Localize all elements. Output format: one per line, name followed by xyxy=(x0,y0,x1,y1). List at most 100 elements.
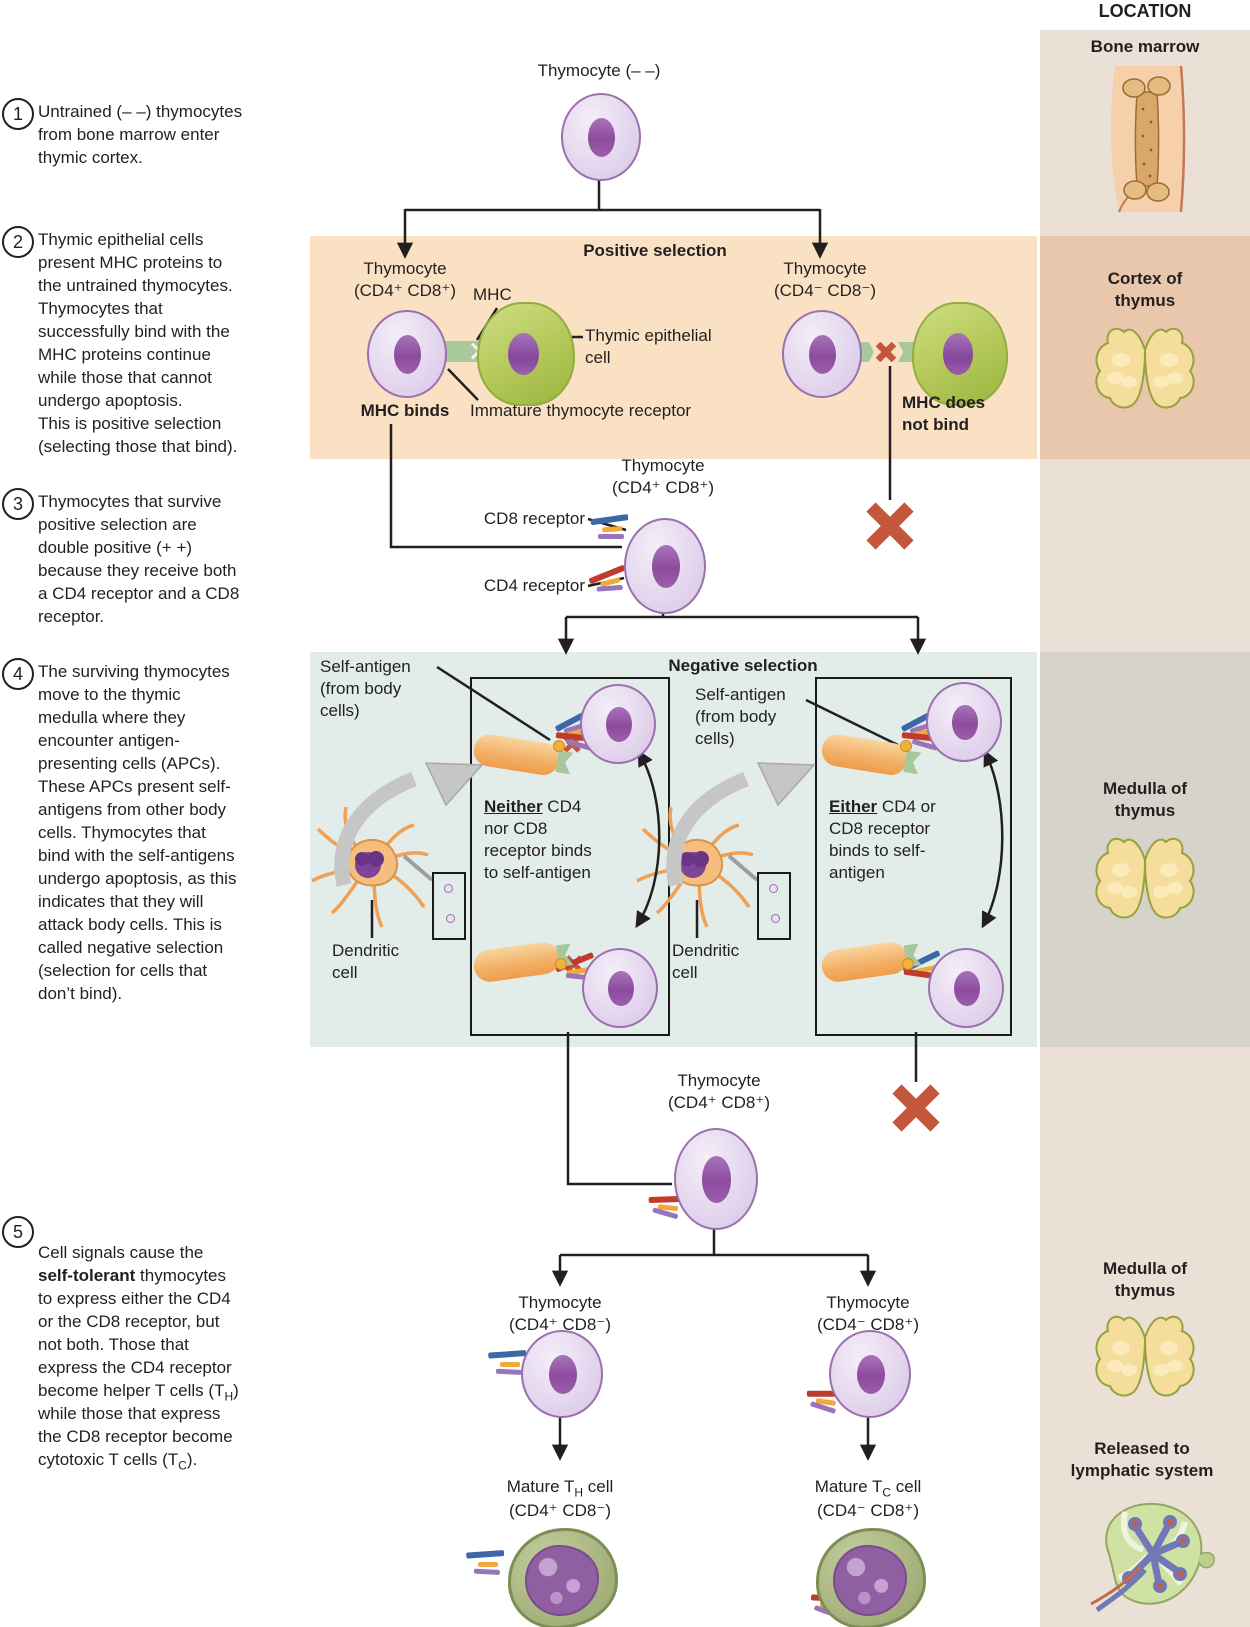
cd4-receptor-label: CD4 receptor xyxy=(483,576,585,595)
cell-nucleus xyxy=(951,704,978,741)
mature-th-cd-label: (CD4⁺ CD8⁻) xyxy=(508,1501,611,1520)
cell-nucleus xyxy=(548,1354,577,1395)
location-header: LOCATION xyxy=(1098,1,1192,21)
apc-transfer-arrow-right xyxy=(666,762,816,887)
bone-marrow-label: Bone marrow xyxy=(1090,37,1200,56)
released-lymphatic-label: Released to lymphatic system xyxy=(1070,1439,1214,1480)
step-5-text-bold: self-tolerant xyxy=(38,1266,136,1285)
cortex-thymus-label: Cortex of thymus xyxy=(1107,269,1183,310)
either-box xyxy=(815,677,1012,1036)
step-5-text-end: ). xyxy=(186,1450,198,1469)
negative-selection-title: Negative selection xyxy=(668,656,818,675)
dendritic-cell-label-right: Dendritic cell xyxy=(672,941,740,982)
neither-text: Neither CD4 nor CD8 receptor binds to se… xyxy=(484,796,644,884)
cell-nucleus xyxy=(394,334,422,375)
lymph-node-illustration xyxy=(1090,1502,1215,1613)
thymocyte-survivor-label: Thymocyte (CD4⁺ CD8⁺) xyxy=(667,1071,770,1112)
mhc-receptor-connector xyxy=(443,341,487,362)
thymocyte-cd4-cell xyxy=(521,1330,603,1418)
apc-transfer-arrow-left xyxy=(334,762,484,887)
thymic-epithelial-cell xyxy=(477,302,575,406)
either-rest: CD4 or CD8 receptor binds to self- antig… xyxy=(829,797,936,882)
self-antigen-particle xyxy=(769,884,778,893)
thymus-illustration-medulla-2 xyxy=(1095,1315,1195,1397)
thymocyte-either-top-cell xyxy=(926,682,1002,762)
mature-th-sub: H xyxy=(574,1485,584,1500)
step-5-sub-h: H xyxy=(224,1389,234,1404)
cell-nucleus xyxy=(607,970,634,1007)
medulla-thymus-label: Medulla of thymus xyxy=(1102,779,1188,820)
thymocyte-cd8-label: Thymocyte (CD4⁻ CD8⁺) xyxy=(816,1293,919,1334)
mature-tc-post: cell xyxy=(891,1477,922,1496)
step-3-text: Thymocytes that survive positive selecti… xyxy=(38,492,240,626)
medulla-panel xyxy=(1040,652,1250,1047)
self-antigen-dot xyxy=(900,740,912,752)
cell-nucleus xyxy=(856,1354,885,1395)
step-5-text-mid2: ) while those that express the CD8 recep… xyxy=(38,1381,239,1469)
step-1-text: Untrained (– –) thymocytes from bone mar… xyxy=(38,102,243,167)
dendritic-cell-illustration-right xyxy=(636,806,754,928)
thymus-illustration-cortex xyxy=(1095,327,1195,409)
step-3-number: 3 xyxy=(2,488,34,520)
thymus-illustration-medulla xyxy=(1095,837,1195,919)
step-2-text: Thymic epithelial cells present MHC prot… xyxy=(38,230,238,456)
step-5-text-pre: Cell signals cause the xyxy=(38,1243,204,1262)
thymocyte-neither-top-cell xyxy=(580,684,656,764)
thymocyte-mid-label: Thymocyte (CD4⁺ CD8⁺) xyxy=(611,456,714,497)
thymic-epithelial-label: Thymic epithelial cell xyxy=(585,326,712,367)
thymic-epithelial-cell-2 xyxy=(912,302,1008,406)
cell-nucleus xyxy=(524,1545,600,1616)
thymocyte-survivor-cell xyxy=(674,1128,758,1230)
dendritic-cell-label-left: Dendritic cell xyxy=(332,941,400,982)
step-4-number: 4 xyxy=(2,658,34,690)
mature-tc-cd-label: (CD4⁻ CD8⁺) xyxy=(816,1501,919,1520)
step-5-text: Cell signals cause the self-tolerant thy… xyxy=(38,1218,306,1471)
self-antigen-label-left: Self-antigen (from body cells) xyxy=(320,657,411,720)
step-1-number: 1 xyxy=(2,98,34,130)
cell-nucleus xyxy=(605,706,632,743)
thymocyte-cd8-cell xyxy=(829,1330,911,1418)
cell-nucleus xyxy=(809,334,837,375)
mature-th-post: cell xyxy=(583,1477,614,1496)
thymocyte-dn-label: Thymocyte (CD4⁻ CD8⁻) xyxy=(773,259,876,300)
antigen-detail-box-left xyxy=(432,872,466,940)
step-2-number: 2 xyxy=(2,226,34,258)
positive-selection-title: Positive selection xyxy=(583,241,727,260)
cell-nucleus xyxy=(651,544,680,589)
cell-nucleus xyxy=(702,1156,732,1203)
cd8-receptor-label: CD8 receptor xyxy=(483,509,585,528)
antigen-detail-box-right xyxy=(757,872,791,940)
thymocyte-dp-cell xyxy=(367,310,447,398)
self-antigen-particle xyxy=(771,914,780,923)
cell-nucleus xyxy=(508,333,540,375)
mature-th-cell xyxy=(508,1528,618,1627)
mhc-label: MHC xyxy=(473,285,512,304)
cd8-receptor-icon xyxy=(466,1550,504,1575)
mhc-binds-label: MHC binds xyxy=(360,401,450,420)
neither-rest: CD4 nor CD8 receptor binds to self-antig… xyxy=(484,797,592,882)
step-5-text-mid: thymocytes to express either the CD4 or … xyxy=(38,1266,232,1400)
thymocyte-dp-label: Thymocyte (CD4⁺ CD8⁺) xyxy=(353,259,456,300)
mature-th-pre: Mature T xyxy=(506,1477,575,1496)
thymocyte-neither-bottom-cell xyxy=(582,948,658,1028)
cell-nucleus xyxy=(942,333,973,375)
neither-word: Neither xyxy=(484,797,543,816)
thymocyte-top-label: Thymocyte (– –) xyxy=(537,61,661,80)
mature-tc-pre: Mature T xyxy=(814,1477,883,1496)
mature-tc-label: Mature TC cell xyxy=(778,1476,958,1498)
self-antigen-particle xyxy=(446,914,455,923)
mhc-not-bind-label: MHC does not bind xyxy=(902,393,986,434)
cell-nucleus xyxy=(832,1545,908,1616)
bone-marrow-illustration xyxy=(1110,65,1186,213)
thymocyte-dn-cell xyxy=(782,310,862,398)
medulla-thymus-label-2: Medulla of thymus xyxy=(1102,1259,1188,1300)
either-text: Either CD4 or CD8 receptor binds to self… xyxy=(829,796,994,884)
step-5-number: 5 xyxy=(2,1216,34,1248)
self-antigen-particle xyxy=(444,884,453,893)
immature-receptor-label: Immature thymocyte receptor xyxy=(470,401,692,420)
mature-tc-sub: C xyxy=(882,1485,892,1500)
thymocyte-mid-cell xyxy=(624,518,706,614)
either-word: Either xyxy=(829,797,878,816)
self-antigen-dot xyxy=(902,958,914,970)
